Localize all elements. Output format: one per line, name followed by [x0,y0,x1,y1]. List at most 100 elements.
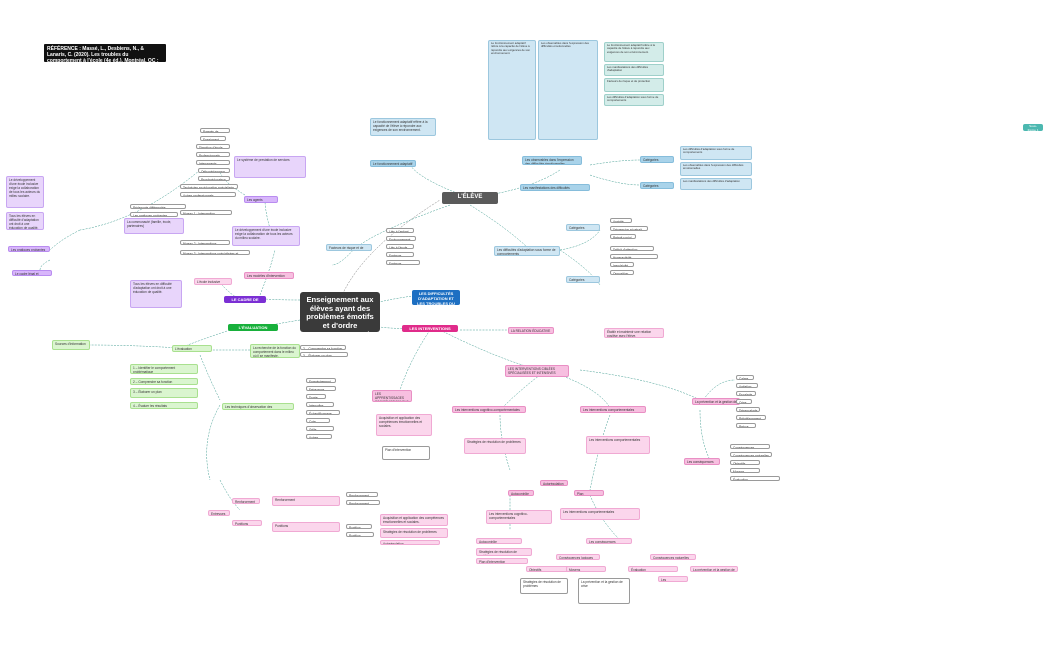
strategies-detail: Stratégies de résolution de problèmes [476,548,532,556]
socio-detail-3: Autorégulation [380,540,440,545]
pratiques-left[interactable]: Les pratiques probantes [8,246,50,252]
socio-detail-1: Acquisition et application des compétenc… [380,514,448,526]
gestion-item: Agitation [736,383,758,388]
citation-left: Tous les élèves en difficulté d'adaptati… [6,212,44,230]
socio-desc: Acquisition et application des compétenc… [376,414,432,436]
relation-node[interactable]: LA RELATION ÉDUCATIVE [508,327,554,334]
behavior-item: Dépression et retrait [610,226,648,231]
behavior-item: Hyperactivité [610,254,658,259]
renforcement-item: Renforcement négatif [346,500,380,505]
prevention-detail: La prévention et la gestion de crise [690,566,738,572]
ecosysteme-text: La communauté (famille, école, partenair… [124,218,184,234]
eleve-note-1: Le fonctionnement adaptatif réfère à la … [604,42,664,62]
inclusion-left: Le développement d'une école inclusive e… [6,176,44,208]
eval-step-box: 3 – Élaborer un plan [130,388,198,398]
technique-item: Échantillonnage [306,410,340,415]
punitions-desc: Punitions [272,522,340,532]
technique-item: Grille [306,426,334,431]
consequences-node[interactable]: Les conséquences [684,458,720,465]
eleve-note-label: Facteurs de risque et de protection [607,79,651,83]
eleve-note-label: Les difficultés d'adaptation sous forme … [607,95,659,103]
plan-detail: Plan d'intervention [476,558,528,564]
fonctionnelle-node[interactable]: L'évaluation fonctionnelle [172,345,212,352]
topic-interventions[interactable]: LES INTERVENTIONS [402,325,458,332]
plan-node[interactable]: Plan d'intervention [574,490,604,496]
plan-detail-2: Moyens [566,566,606,572]
legal-node[interactable]: Le cadre légal et réglementaire [12,270,52,276]
gestion-item: Calme [736,375,754,380]
technique-item: Autres [306,434,332,439]
difficultes-categories-node[interactable]: Les difficultés d'adaptation sous forme … [494,246,560,256]
fonctionnement-node[interactable]: Le fonctionnement adaptatif [370,160,416,167]
comportementales-desc: Les interventions comportementales [586,436,650,454]
category-desc-2: Les observables dans l'expression des di… [680,162,752,176]
topic-eleve[interactable]: L'ÉLÈVE [442,192,498,204]
behavior-item: Déficit d'attention [610,246,654,251]
role-item: Technicien en éducation spécialisée [180,184,238,189]
role-item: Professionnels [196,152,230,157]
category-node-2[interactable]: Catégories adaptées [640,182,674,189]
eleve-note-label: Le fonctionnement adaptatif réfère à la … [607,43,655,54]
autocontrole-node[interactable]: Autocontrôle [508,490,534,496]
renforcement-item: Renforcement positif [346,492,378,497]
agents-node[interactable]: Les agents d'éducation [244,196,278,203]
niveau-3[interactable]: Niveau 3 : Interventions spécialisées et… [180,250,250,255]
subcat-node-2[interactable]: Catégories adaptées [566,276,600,283]
pratiques-node: Les pratiques probantes [130,212,178,217]
technique-item: Fréquence [306,386,336,391]
niveau-2[interactable]: Niveau 2 : Interventions ciblées [180,240,230,245]
facteurs-node[interactable]: Facteurs de risque et de protection [326,244,372,251]
eleve-text-label: Les observables dans l'expression des di… [541,41,589,49]
citation-box: Tous les élèves en difficulté d'adaptati… [130,280,182,308]
gestion-item: Rétablissement [736,415,766,420]
comportementales-node[interactable]: Les interventions comportementales [580,406,646,413]
cognitivo-node[interactable]: Les interventions cognitivo-comportement… [452,406,526,413]
category-desc-3: Les manifestations des difficultés d'ada… [680,178,752,190]
consequence-item: Conséquences naturelles [730,452,772,457]
facteur-item: Facteurs culturels [386,252,414,257]
autoregulation-node[interactable]: Autorégulation [540,480,568,486]
topic-evaluation[interactable]: L'ÉVALUATION [228,324,278,331]
ciblees-node[interactable]: LES INTERVENTIONS CIBLÉES SPÉCIALISÉES E… [505,365,569,377]
corner-tag[interactable]: Sous-thème 1 [1023,124,1043,131]
relation-desc: Établir et maintenir une relation positi… [604,328,664,338]
topic-difficultes[interactable]: LES DIFFICULTÉS D'ADAPTATION ET LES TROU… [412,290,460,305]
plan-detail-3: Évaluation [628,566,678,572]
prevention-node[interactable]: La prévention et la gestion de crise [692,398,740,405]
techniques-node[interactable]: Les techniques d'observation des comport… [222,403,294,410]
services-text: Le système de prestation de services [234,156,306,178]
behavior-item: Retrait social [610,234,636,239]
punitions-node[interactable]: Punitions [232,520,262,526]
role-item: Direction d'école [196,144,230,149]
sources-node[interactable]: Sources d'information [52,340,90,350]
observables-node[interactable]: Les observables dans l'expression des di… [522,156,582,165]
eval-step: 3 – Élaborer un plan [300,352,348,357]
renforcement-desc: Renforcement [272,496,340,506]
gestion-item: Désescalade [736,407,760,412]
role-item: Parents de l'élève [200,128,230,133]
eleve-note-label: Les manifestations des difficultés d'ada… [607,65,648,73]
subcat-node-1[interactable]: Catégories adaptées [566,224,600,231]
punition-item: Punition négative [346,532,374,537]
socio-node[interactable]: LES APPRENTISSAGES SOCIOÉMOTIONNELS [372,390,412,402]
central-topic[interactable]: Enseignement aux élèves ayant des problè… [300,292,380,332]
category-node-1[interactable]: Catégories adaptées [640,156,674,163]
role-item: Intervenants [196,160,230,165]
eleve-text-block-1: Le fonctionnement adaptatif réfère à la … [488,40,536,140]
eleve-note-4: Les difficultés d'adaptation sous forme … [604,94,664,106]
manifestations-node[interactable]: Les manifestations des difficultés d'ada… [520,184,590,191]
modeles-node[interactable]: Les modèles d'intervention [244,272,294,279]
autocontrole-detail: Autocontrôle [476,538,522,544]
plan-item: Objectifs [730,460,760,465]
role-item: Orthopédagogue [198,168,230,173]
niveau-1[interactable]: Niveau 1 : Intervention universelle [180,210,232,215]
renforcement-node[interactable]: Renforcement [232,498,260,504]
consequence-item: Conséquences logiques [730,444,770,449]
fonctionnelle-desc: La recherche de la fonction du comportem… [250,344,300,358]
ecole-node[interactable]: L'école inclusive [194,278,232,285]
facteur-item: Environnement familial [386,236,416,241]
topic-cadre[interactable]: LE CADRE DE L'INTERVENTION [224,296,266,303]
entrevues-node[interactable]: Entrevues [208,510,230,516]
